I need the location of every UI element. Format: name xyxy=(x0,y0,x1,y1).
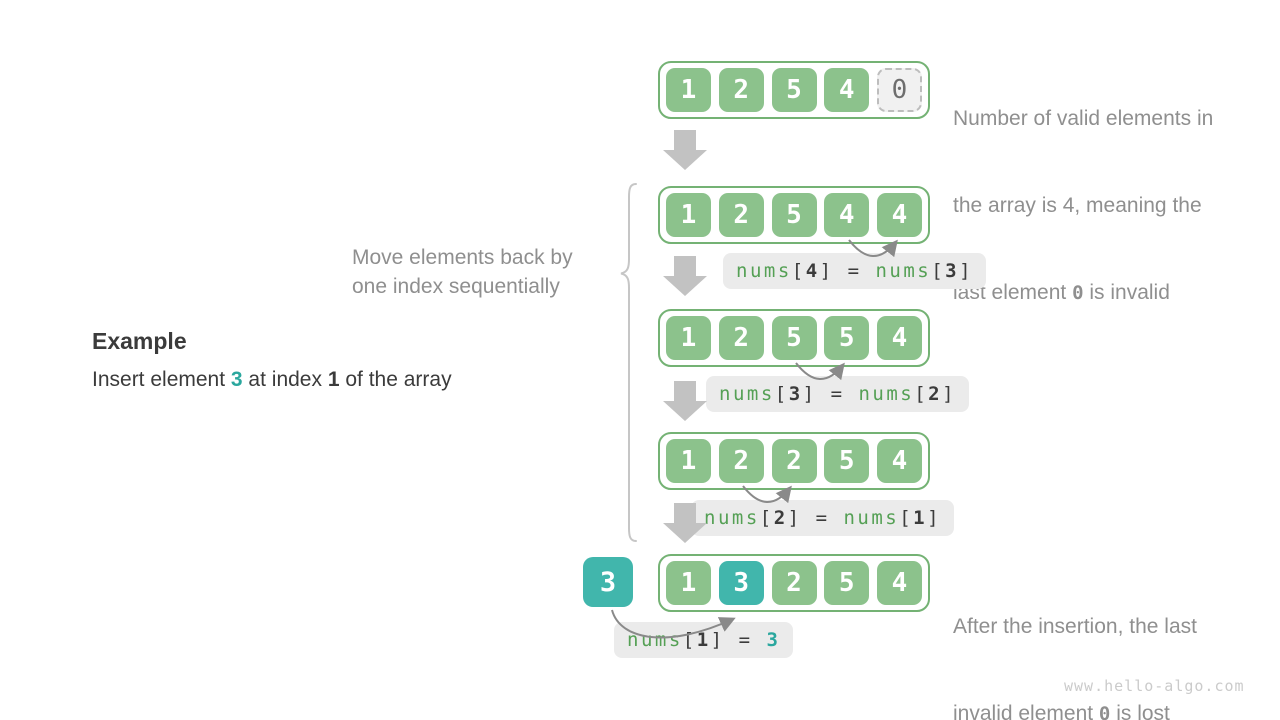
array-cell: 4 xyxy=(824,193,870,237)
bracket-token: [ xyxy=(682,629,697,651)
watermark: www.hello-algo.com xyxy=(1064,677,1245,695)
example-desc-value: 3 xyxy=(230,368,243,391)
operator-token: = xyxy=(833,260,876,282)
annotation-bottom: After the insertion, the last invalid el… xyxy=(953,554,1197,720)
value-token: 3 xyxy=(766,629,781,651)
array-row-shift-1: 1 2 5 4 4 xyxy=(658,186,930,244)
array-row-final: 1 3 2 5 4 xyxy=(658,554,930,612)
array-cell: 2 xyxy=(718,193,764,237)
operator-token: = xyxy=(801,507,844,529)
array-cell: 4 xyxy=(824,68,870,112)
bracket-token: [ xyxy=(899,507,914,529)
operator-token: = xyxy=(816,383,859,405)
down-arrow-icon xyxy=(663,256,707,296)
assignment-label-3: nums[2] = nums[1] xyxy=(691,500,955,536)
array-cell: 4 xyxy=(877,439,922,483)
bracket-token: ] xyxy=(787,507,802,529)
index-token: 2 xyxy=(928,383,943,405)
move-note-line: one index sequentially xyxy=(352,275,560,298)
assignment-label-1: nums[4] = nums[3] xyxy=(723,253,987,289)
bracket-token: [ xyxy=(914,383,929,405)
array-cell: 5 xyxy=(824,561,870,605)
example-description: Insert element 3 at index 1 of the array xyxy=(92,368,452,392)
fn-token: nums xyxy=(627,629,683,651)
annotation-text: invalid element xyxy=(953,702,1099,720)
move-note: Move elements back by one index sequenti… xyxy=(352,243,573,301)
array-cell: 1 xyxy=(666,316,711,360)
fn-token: nums xyxy=(843,507,900,529)
annotation-top: Number of valid elements in the array is… xyxy=(953,46,1213,366)
bracket-token: ] xyxy=(802,383,817,405)
bracket-token: ] xyxy=(927,507,942,529)
down-arrow-icon xyxy=(663,381,707,421)
annotation-text: is lost xyxy=(1110,702,1170,720)
example-desc-text: at index xyxy=(242,368,328,391)
fn-token: nums xyxy=(875,260,932,282)
curly-brace-icon xyxy=(620,183,637,542)
example-desc-index: 1 xyxy=(327,368,340,391)
operator-token: = xyxy=(724,629,767,651)
array-cell: 5 xyxy=(771,68,817,112)
array-cell: 1 xyxy=(666,68,711,112)
bracket-token: ] xyxy=(710,629,725,651)
array-cell: 5 xyxy=(824,316,870,360)
fn-token: nums xyxy=(704,507,760,529)
array-cell: 4 xyxy=(877,193,922,237)
example-heading: Example xyxy=(92,328,187,354)
bracket-token: [ xyxy=(759,507,774,529)
array-cell: 1 xyxy=(666,439,711,483)
array-row-initial: 1 2 5 4 0 xyxy=(658,61,930,119)
bracket-token: ] xyxy=(942,383,957,405)
insert-value-box: 3 xyxy=(583,557,633,607)
move-note-line: Move elements back by xyxy=(352,246,573,269)
array-cell: 1 xyxy=(666,561,711,605)
array-cell: 2 xyxy=(718,68,764,112)
zero-literal: 0 xyxy=(1072,282,1084,304)
example-desc-text: of the array xyxy=(339,368,452,391)
index-token: 3 xyxy=(788,383,803,405)
index-token: 4 xyxy=(805,260,820,282)
bracket-token: [ xyxy=(931,260,946,282)
assignment-label-2: nums[3] = nums[2] xyxy=(706,376,970,412)
annotation-line: After the insertion, the last xyxy=(953,615,1197,638)
annotation-line: the array is 4, meaning the xyxy=(953,194,1202,217)
assignment-label-4: nums[1] = 3 xyxy=(614,622,794,658)
array-cell-invalid: 0 xyxy=(877,68,922,112)
bracket-token: [ xyxy=(791,260,806,282)
zero-literal: 0 xyxy=(1098,703,1111,720)
example-desc-text: Insert element xyxy=(92,368,231,391)
down-arrow-icon xyxy=(663,130,707,170)
fn-token: nums xyxy=(858,383,915,405)
bracket-token: [ xyxy=(774,383,789,405)
array-cell: 4 xyxy=(877,561,922,605)
fn-token: nums xyxy=(736,260,792,282)
array-cell-inserted: 3 xyxy=(718,561,764,605)
annotation-line: last element 0 is invalid xyxy=(953,278,1213,308)
array-cell: 5 xyxy=(771,193,817,237)
array-cell: 4 xyxy=(877,316,922,360)
array-cell: 1 xyxy=(666,193,711,237)
annotation-text: is invalid xyxy=(1083,281,1170,304)
index-token: 1 xyxy=(696,629,711,651)
array-cell: 2 xyxy=(771,561,817,605)
index-token: 2 xyxy=(773,507,788,529)
bracket-token: ] xyxy=(819,260,834,282)
array-row-shift-3: 1 2 2 5 4 xyxy=(658,432,930,490)
annotation-line: invalid element 0 is lost xyxy=(953,699,1197,720)
index-token: 3 xyxy=(945,260,960,282)
index-token: 1 xyxy=(913,507,928,529)
array-cell: 2 xyxy=(718,439,764,483)
bracket-token: ] xyxy=(959,260,974,282)
fn-token: nums xyxy=(719,383,775,405)
array-cell: 5 xyxy=(771,316,817,360)
array-cell: 2 xyxy=(771,439,817,483)
array-row-shift-2: 1 2 5 5 4 xyxy=(658,309,930,367)
array-cell: 2 xyxy=(718,316,764,360)
annotation-line: Number of valid elements in xyxy=(953,107,1214,130)
array-cell: 5 xyxy=(824,439,870,483)
